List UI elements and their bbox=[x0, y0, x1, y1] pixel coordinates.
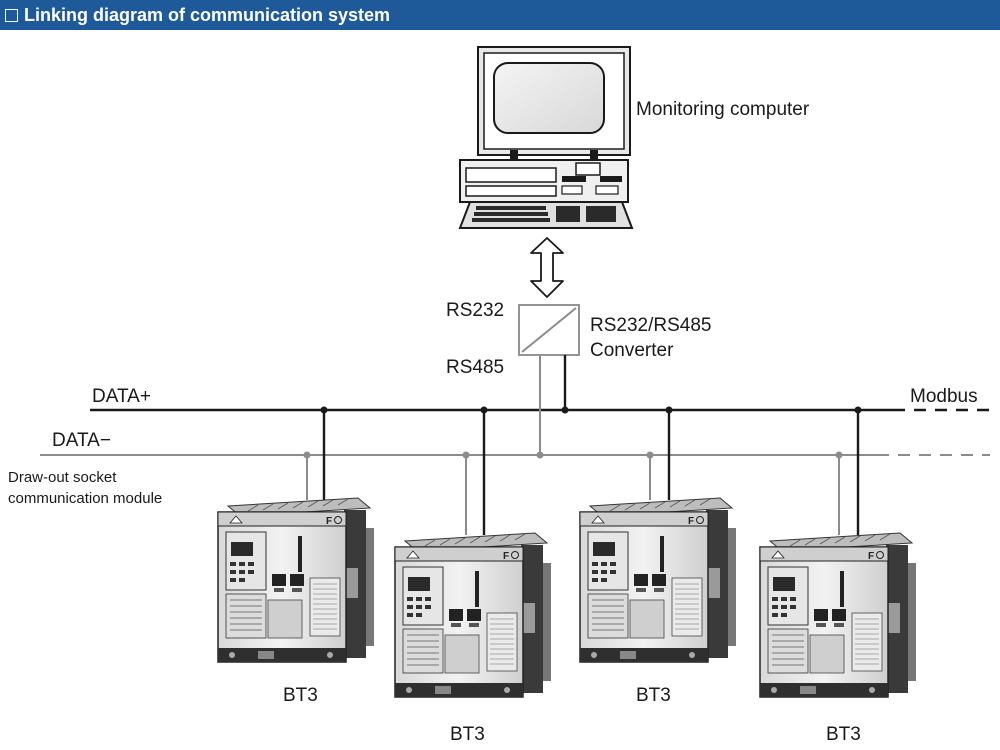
circuit-breaker-icon bbox=[394, 532, 552, 698]
breaker-label: BT3 bbox=[450, 724, 485, 745]
converter-label-line2: Converter bbox=[590, 340, 674, 361]
data-minus-label: DATA− bbox=[52, 430, 111, 451]
monitoring-computer-icon bbox=[458, 46, 634, 229]
data-plus-label: DATA+ bbox=[92, 386, 151, 407]
circuit-breaker-icon bbox=[579, 497, 737, 663]
rs485-label: RS485 bbox=[446, 357, 504, 378]
diagram-title: Linking diagram of communication system bbox=[24, 4, 391, 25]
socket-label-line1: Draw-out socket bbox=[8, 469, 117, 486]
title-bar: Linking diagram of communication system bbox=[0, 0, 1000, 30]
circuit-breaker-icon bbox=[759, 532, 917, 698]
rs232-label: RS232 bbox=[446, 300, 504, 321]
junction-dot bbox=[536, 451, 544, 459]
junction-dots bbox=[303, 406, 862, 459]
circuit-breaker-icon bbox=[217, 497, 375, 663]
breaker-drop-lines bbox=[306, 410, 860, 535]
breaker-label: BT3 bbox=[283, 685, 318, 706]
computer-label: Monitoring computer bbox=[636, 99, 810, 120]
breaker-label: BT3 bbox=[826, 724, 861, 745]
socket-label-line2: communication module bbox=[8, 490, 162, 507]
checkbox-square-icon bbox=[5, 8, 18, 22]
bidirectional-arrow-icon bbox=[530, 237, 564, 298]
breaker-label: BT3 bbox=[636, 685, 671, 706]
modbus-label: Modbus bbox=[910, 386, 978, 407]
converter-icon bbox=[518, 304, 580, 356]
converter-label-line1: RS232/RS485 bbox=[590, 315, 711, 336]
junction-dot bbox=[561, 406, 569, 414]
